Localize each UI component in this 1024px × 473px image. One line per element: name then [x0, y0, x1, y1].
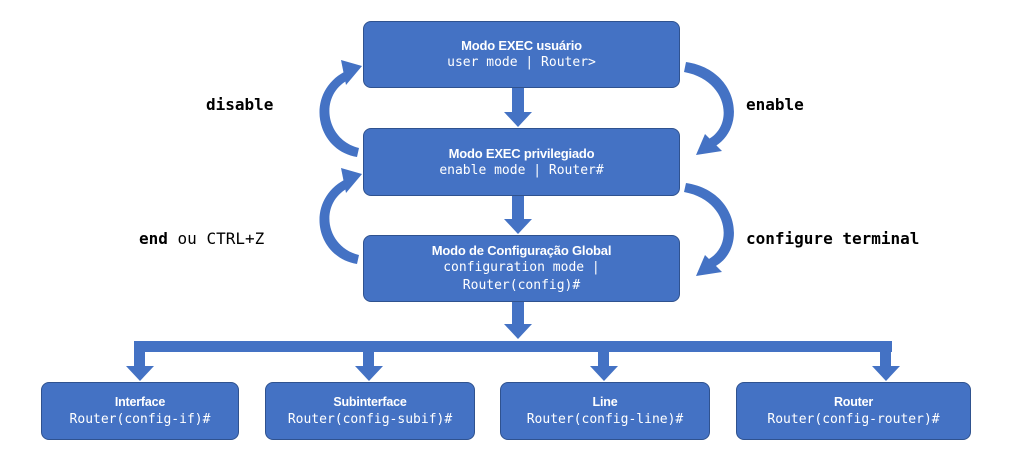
- label-end: end ou CTRL+Z: [139, 229, 264, 248]
- submode-title-subinterface: Subinterface: [333, 394, 407, 409]
- submode-prompt-subinterface: Router(config-subif)#: [287, 411, 453, 427]
- user-exec-mode-prompt: user mode | Router>: [447, 55, 596, 70]
- submode-prompt-interface: Router(config-if)#: [69, 411, 211, 427]
- global-config-mode-title: Modo de Configuração Global: [431, 243, 612, 258]
- global-config-mode-prompt-line1: configuration mode |: [443, 260, 600, 275]
- branch-arrow-subinterface: [355, 351, 383, 381]
- label-configure-terminal-command: configure terminal: [746, 229, 920, 248]
- submode-box-subinterface: Subinterface Router(config-subif)#: [265, 382, 475, 440]
- label-end-keys: CTRL+Z: [206, 229, 265, 248]
- submode-title-router: Router: [833, 394, 874, 409]
- trunk-line: [512, 302, 524, 331]
- label-configure-terminal: configure terminal: [746, 229, 919, 248]
- curved-arrow-disable: [319, 60, 362, 157]
- label-enable: enable: [746, 95, 804, 114]
- submode-box-line: Line Router(config-line)#: [500, 382, 710, 440]
- arrow-privileged-to-global: [504, 196, 532, 234]
- label-enable-command: enable: [746, 95, 804, 114]
- label-end-command: end: [139, 229, 168, 248]
- branch-arrow-router: [872, 341, 900, 381]
- global-config-mode-box: Modo de Configuração Global configuratio…: [363, 235, 680, 302]
- global-config-mode-prompt-line2: Router(config)#: [462, 278, 581, 293]
- curved-arrow-end: [319, 168, 362, 264]
- submode-title-line: Line: [592, 394, 618, 409]
- branch-bus: [138, 341, 892, 352]
- submode-title-interface: Interface: [114, 394, 166, 409]
- trunk-arrowhead: [504, 324, 532, 339]
- curved-arrow-configure: [684, 183, 734, 276]
- label-disable-command: disable: [206, 95, 274, 114]
- submode-prompt-router: Router(config-router)#: [767, 411, 940, 427]
- label-end-or: ou: [177, 229, 197, 248]
- label-disable: disable: [206, 95, 273, 114]
- submode-box-interface: Interface Router(config-if)#: [41, 382, 239, 440]
- branch-arrow-line: [590, 351, 618, 381]
- submode-prompt-line: Router(config-line)#: [526, 411, 684, 427]
- privileged-exec-mode-prompt: enable mode | Router#: [439, 162, 604, 178]
- privileged-exec-mode-box: Modo EXEC privilegiado enable mode | Rou…: [363, 128, 680, 196]
- curved-arrow-enable: [684, 62, 734, 155]
- branch-arrow-interface: [126, 341, 154, 381]
- user-exec-mode-title: Modo EXEC usuário: [461, 38, 582, 53]
- privileged-exec-mode-title: Modo EXEC privilegiado: [448, 145, 595, 161]
- arrow-user-to-privileged: [504, 88, 532, 127]
- submode-box-router: Router Router(config-router)#: [736, 382, 971, 440]
- user-exec-mode-box: Modo EXEC usuário user mode | Router>: [363, 21, 680, 88]
